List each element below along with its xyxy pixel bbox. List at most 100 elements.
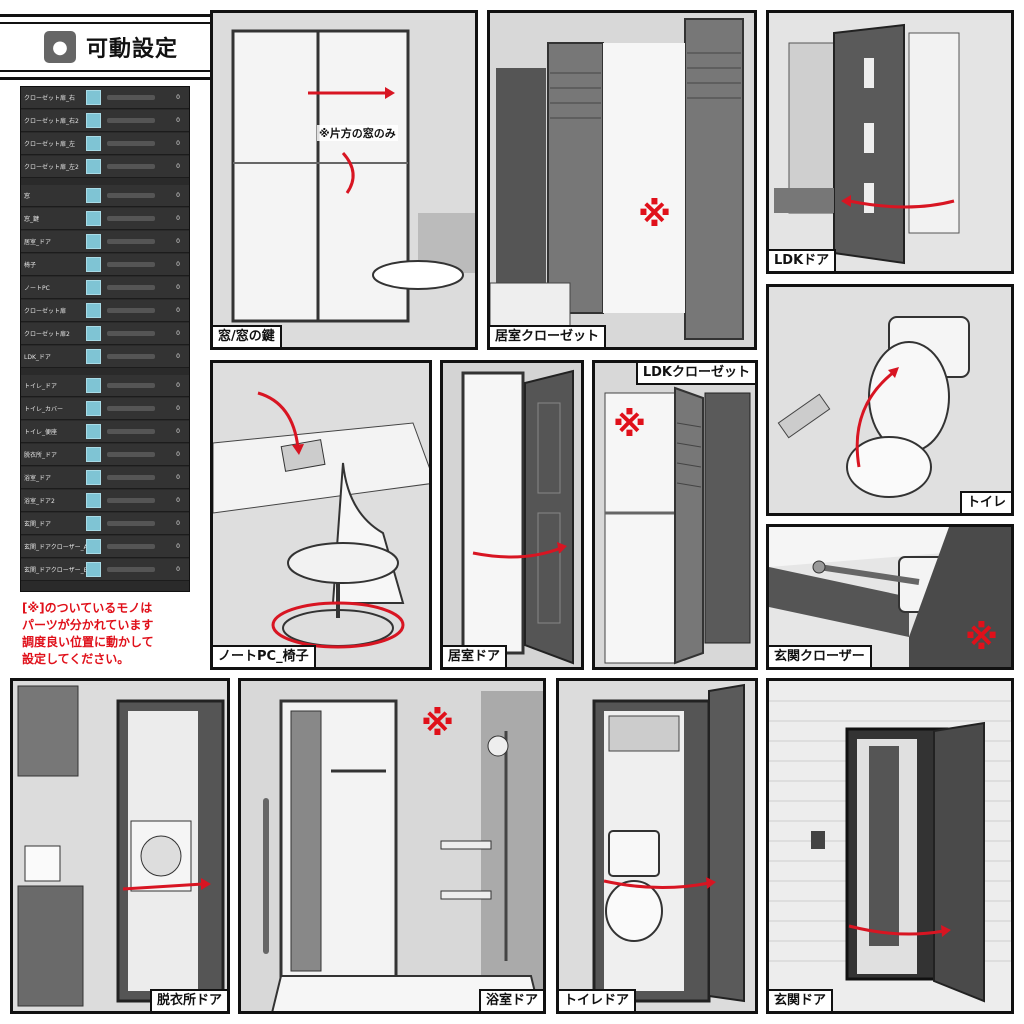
panel-caption: 浴室ドア	[478, 989, 543, 1011]
param-label: クローゼット扉_右2	[24, 118, 79, 125]
panel-caption: 玄関ドア	[769, 989, 834, 1011]
param-value: 0	[176, 117, 180, 124]
param-slider[interactable]	[107, 452, 155, 457]
panel-entrance-door: 玄関ドア	[766, 678, 1014, 1014]
param-row[interactable]: クローゼット扉_左2 0	[21, 156, 189, 178]
param-toggle-icon[interactable]	[86, 326, 101, 341]
param-slider[interactable]	[107, 498, 155, 503]
param-value: 0	[176, 163, 180, 170]
param-slider[interactable]	[107, 164, 155, 169]
panel-caption: 玄関クローザー	[769, 645, 872, 667]
param-value: 0	[176, 566, 180, 573]
param-toggle-icon[interactable]	[86, 90, 101, 105]
panel-caption: 居室クローゼット	[490, 325, 607, 347]
param-row[interactable]: 脱衣所_ドア 0	[21, 444, 189, 466]
param-slider[interactable]	[107, 239, 155, 244]
param-toggle-icon[interactable]	[86, 447, 101, 462]
param-label: クローゼット扉_右	[24, 95, 76, 102]
param-slider[interactable]	[107, 141, 155, 146]
param-toggle-icon[interactable]	[86, 493, 101, 508]
param-toggle-icon[interactable]	[86, 303, 101, 318]
param-label: ノートPC	[24, 285, 50, 292]
param-toggle-icon[interactable]	[86, 349, 101, 364]
param-slider[interactable]	[107, 193, 155, 198]
param-label: 玄関_ドアクローザー_B	[24, 567, 86, 574]
param-value: 0	[176, 307, 180, 314]
param-label: 浴室_ドア	[24, 475, 52, 482]
param-toggle-icon[interactable]	[86, 470, 101, 485]
param-toggle-icon[interactable]	[86, 280, 101, 295]
param-row[interactable]: 浴室_ドア 0	[21, 467, 189, 489]
param-value: 0	[176, 330, 180, 337]
param-value: 0	[176, 451, 180, 458]
panel-room-door: 居室ドア	[440, 360, 584, 670]
parts-mark: ※	[421, 704, 455, 744]
param-toggle-icon[interactable]	[86, 211, 101, 226]
panel-caption: LDKドア	[769, 249, 837, 271]
param-value: 0	[176, 261, 180, 268]
param-slider[interactable]	[107, 216, 155, 221]
param-toggle-icon[interactable]	[86, 424, 101, 439]
param-toggle-icon[interactable]	[86, 159, 101, 174]
param-value: 0	[176, 474, 180, 481]
param-slider[interactable]	[107, 95, 155, 100]
param-row[interactable]: トイレ_カバー 0	[21, 398, 189, 420]
param-toggle-icon[interactable]	[86, 378, 101, 393]
param-slider[interactable]	[107, 118, 155, 123]
param-slider[interactable]	[107, 429, 155, 434]
param-row[interactable]: クローゼット扉_右 0	[21, 87, 189, 109]
panel-caption: トイレ	[959, 491, 1011, 513]
param-slider[interactable]	[107, 383, 155, 388]
param-value: 0	[176, 215, 180, 222]
param-slider[interactable]	[107, 331, 155, 336]
param-toggle-icon[interactable]	[86, 562, 101, 577]
param-slider[interactable]	[107, 544, 155, 549]
param-label: クローゼット扉_左2	[24, 164, 79, 171]
param-toggle-icon[interactable]	[86, 113, 101, 128]
panel-bath-door: ※ 浴室ドア	[238, 678, 546, 1014]
param-value: 0	[176, 405, 180, 412]
param-slider[interactable]	[107, 354, 155, 359]
param-toggle-icon[interactable]	[86, 257, 101, 272]
param-toggle-icon[interactable]	[86, 539, 101, 554]
param-row[interactable]: 玄関_ドアクローザー_B 0	[21, 559, 189, 581]
param-slider[interactable]	[107, 285, 155, 290]
panel-caption: トイレドア	[559, 989, 637, 1011]
page-title: 可動設定	[85, 37, 178, 62]
param-slider[interactable]	[107, 475, 155, 480]
param-label: 脱衣所_ドア	[24, 452, 58, 459]
param-slider[interactable]	[107, 262, 155, 267]
param-slider[interactable]	[107, 406, 155, 411]
param-row[interactable]: クローゼット扉_右2 0	[21, 110, 189, 132]
param-toggle-icon[interactable]	[86, 188, 101, 203]
panel-room-closet: ※ 居室クローゼット	[487, 10, 757, 350]
param-label: トイレ_カバー	[24, 406, 64, 413]
panel-window: ※片方の窓のみ 窓/窓の鍵	[210, 10, 478, 350]
param-toggle-icon[interactable]	[86, 136, 101, 151]
param-toggle-icon[interactable]	[86, 234, 101, 249]
param-slider[interactable]	[107, 521, 155, 526]
note-text: [※]のついているモノは パーツが分かれています 調度良い位置に動かして 設定し…	[22, 601, 154, 666]
param-label: 玄関_ドアクローザー_A	[24, 544, 86, 551]
param-slider[interactable]	[107, 308, 155, 313]
panel-caption: 窓/窓の鍵	[213, 325, 282, 347]
param-toggle-icon[interactable]	[86, 516, 101, 531]
parts-mark: ※	[965, 618, 999, 658]
param-value: 0	[176, 94, 180, 101]
param-slider[interactable]	[107, 567, 155, 572]
param-toggle-icon[interactable]	[86, 401, 101, 416]
